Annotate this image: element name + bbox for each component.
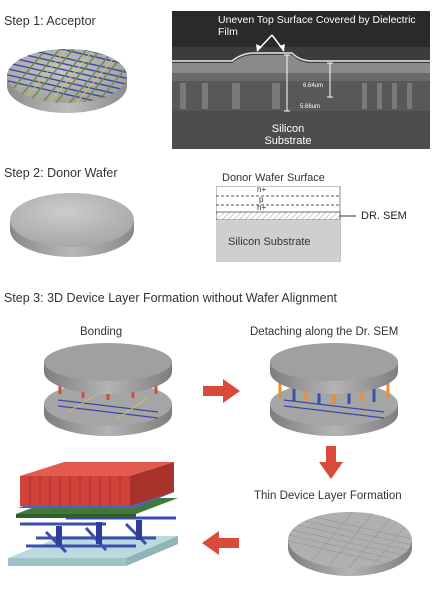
bonding-stack	[44, 343, 172, 436]
detaching-stack	[270, 343, 398, 436]
sem-substrate-line2: Substrate	[264, 135, 312, 147]
arrow-left-icon	[202, 531, 239, 555]
donor-cross-section	[216, 186, 356, 262]
acceptor-wafer	[7, 49, 127, 113]
step1-title: Step 1: Acceptor	[4, 14, 96, 28]
measure-label-1: 6.64um	[303, 83, 324, 89]
step3-title: Step 3: 3D Device Layer Formation withou…	[4, 291, 338, 305]
sem-caption-line2: Film	[218, 26, 238, 38]
donor-wafer	[10, 193, 134, 257]
arrow-down-icon	[319, 446, 343, 479]
measure-label-2: 5.66um	[300, 104, 321, 110]
bonding-label: Bonding	[80, 326, 123, 338]
donor-surface-label: Donor Wafer Surface	[222, 172, 325, 184]
step2-title: Step 2: Donor Wafer	[4, 166, 118, 180]
sem-caption-line1: Uneven Top Surface Covered by Dielectric	[218, 14, 416, 26]
silicon-substrate-label: Silicon Substrate	[228, 236, 311, 248]
detaching-label: Detaching along the Dr. SEM	[250, 326, 399, 338]
layer-p: p	[259, 195, 264, 204]
dr-sem-label: DR. SEM	[361, 210, 407, 222]
layer-n-top: n+	[257, 185, 267, 194]
arrow-right-icon	[203, 379, 240, 403]
3d-device-stack	[8, 462, 178, 566]
thin-layer-wafer	[288, 512, 412, 576]
sem-cross-section	[172, 11, 430, 149]
sem-substrate-line1: Silicon	[271, 123, 305, 135]
sem-caption: Uneven Top Surface Covered by Dielectric…	[218, 14, 416, 38]
layer-n-bottom: n+	[257, 203, 267, 212]
sem-substrate-label: Silicon Substrate	[258, 123, 318, 147]
thin-layer-label: Thin Device Layer Formation	[254, 490, 402, 502]
